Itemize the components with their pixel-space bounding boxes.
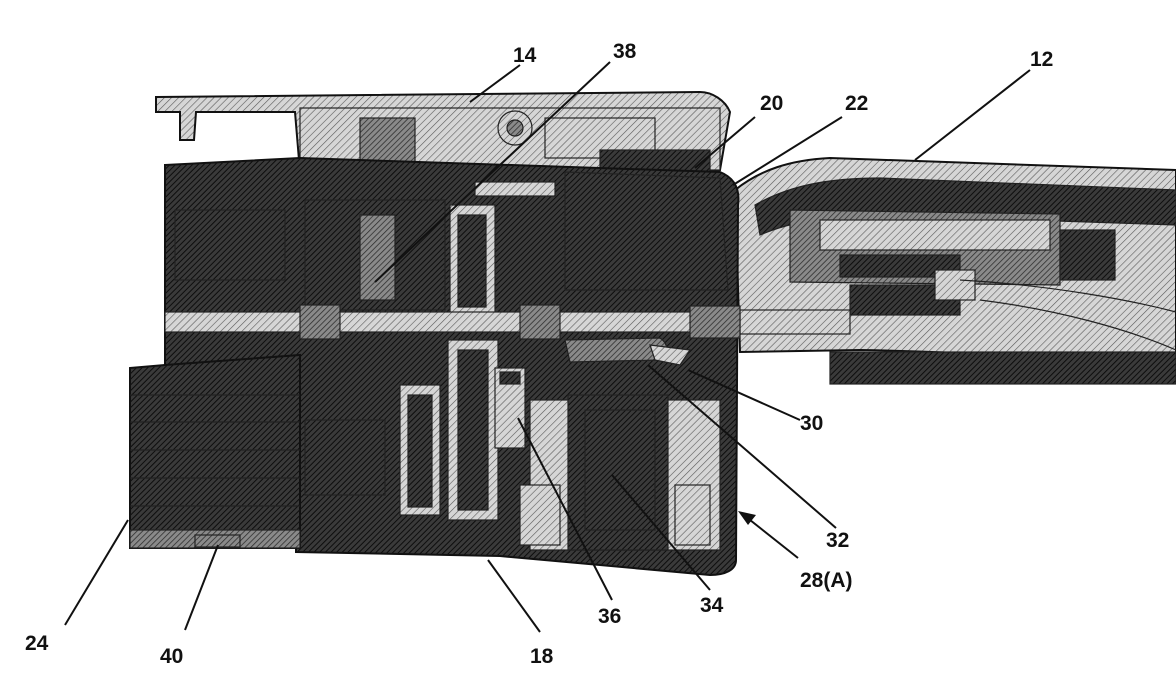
label-32: 32: [826, 529, 849, 552]
label-12: 12: [1030, 48, 1053, 71]
leader-18: [487, 559, 541, 633]
label-24: 24: [25, 632, 49, 655]
label-30: 30: [800, 412, 823, 435]
label-20: 20: [760, 92, 783, 115]
leader-30: [687, 369, 801, 421]
label-22: 22: [845, 92, 868, 115]
label-34: 34: [700, 594, 724, 617]
label-36: 36: [598, 605, 621, 628]
leader-38: [374, 61, 611, 283]
clamp-lever-14: [155, 90, 732, 187]
arrow-28: [744, 515, 799, 559]
leader-32: [647, 364, 837, 529]
elongated-shaft-12: [733, 156, 1176, 385]
leader-20: [694, 116, 756, 169]
arrow-28-head: [738, 511, 756, 525]
label-38: 38: [613, 40, 637, 63]
drive-rod: [164, 304, 851, 340]
reference-labels: 12 14 38 20 22 30 32 28(A) 34 36 18 24 4…: [25, 40, 1053, 668]
leader-40: [184, 544, 219, 631]
leader-14: [469, 64, 521, 103]
label-40: 40: [160, 645, 183, 668]
leader-36: [517, 417, 613, 601]
leader-lines: [64, 61, 1031, 633]
label-18: 18: [530, 645, 554, 668]
leader-22: [732, 116, 843, 186]
label-14: 14: [513, 44, 537, 67]
label-28: 28(A): [800, 569, 853, 592]
leader-12: [914, 69, 1031, 161]
leader-34: [611, 474, 711, 591]
leader-24: [64, 519, 129, 626]
